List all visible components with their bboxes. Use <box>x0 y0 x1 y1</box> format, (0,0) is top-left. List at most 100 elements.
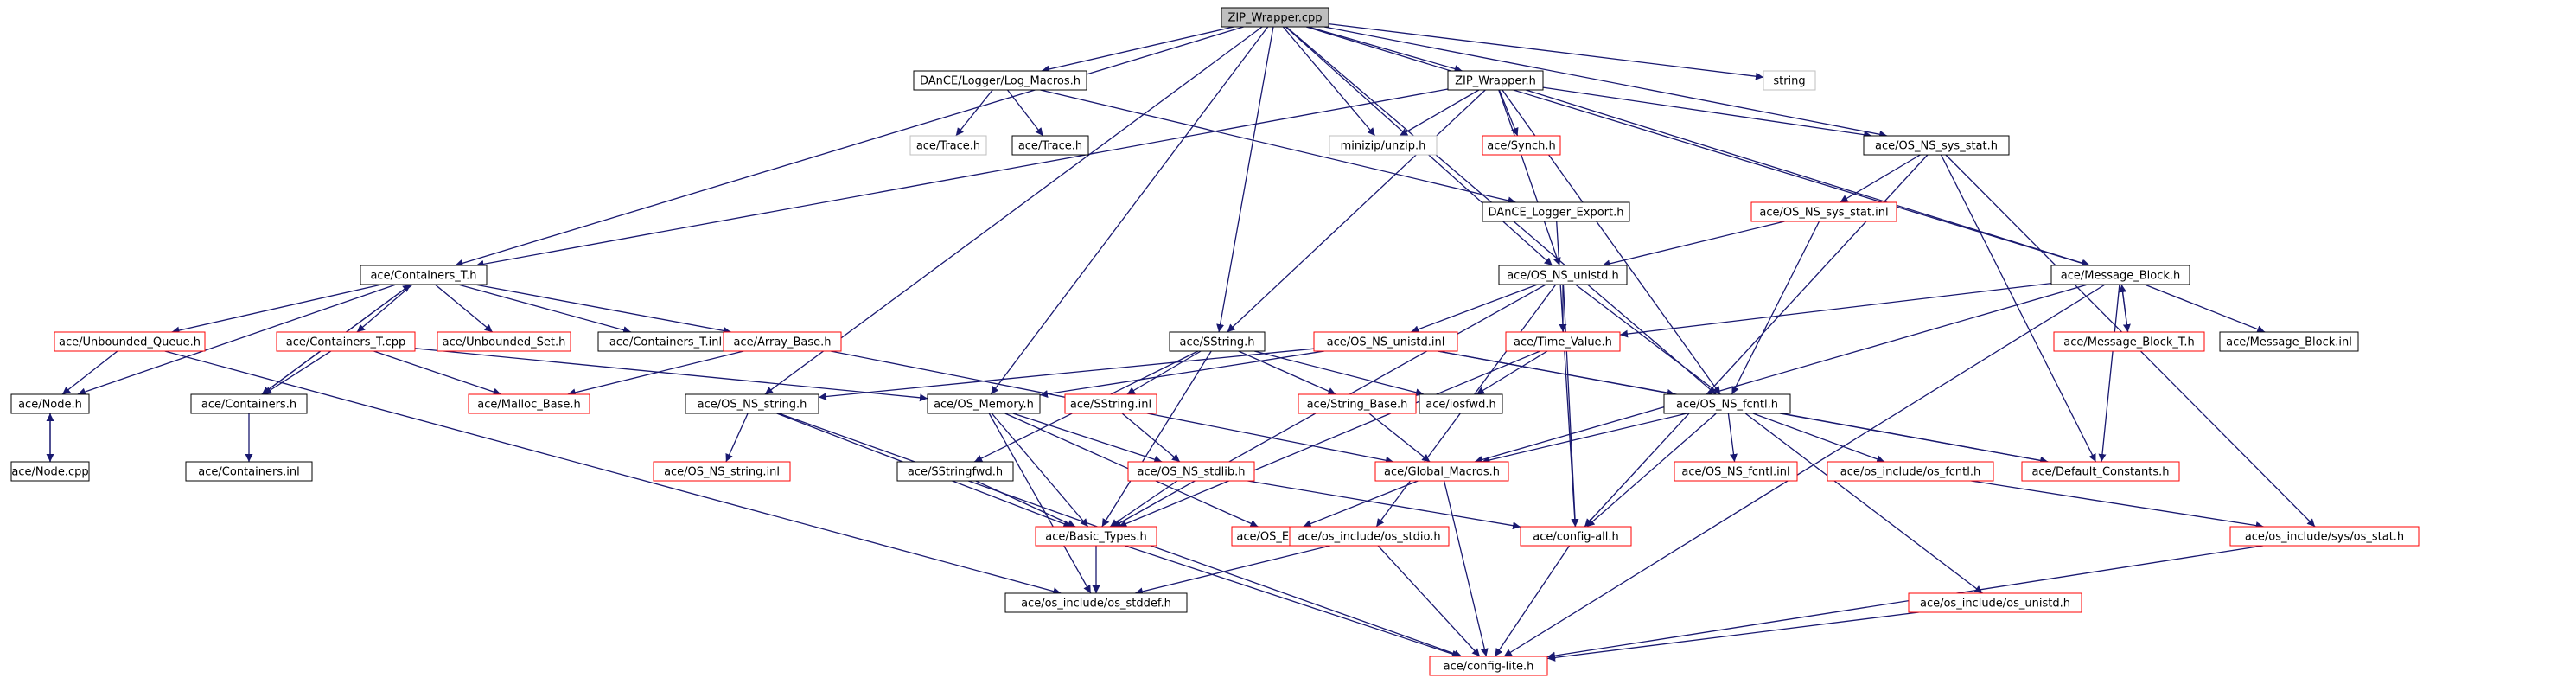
include-edge-os-unistd-inl-to-os-string-h <box>818 348 1315 400</box>
node-ace-config-lite-h[interactable]: ace/config-lite.h <box>1429 656 1548 676</box>
node-label: ace/Time_Value.h <box>1514 336 1612 349</box>
node-box <box>1482 201 1630 222</box>
node-label: ace/OS_Memory.h <box>934 399 1034 412</box>
node-ace-containers-h[interactable]: ace/Containers.h <box>190 393 308 414</box>
include-edge-zip-wrapper-h-to-unzip <box>1399 89 1480 137</box>
node-ace-message-block-inl[interactable]: ace/Message_Block.inl <box>2219 331 2359 352</box>
node-label: ace/Message_Block_T.h <box>2063 336 2194 349</box>
node-dance-logger-log-macros-h[interactable]: DAnCE/Logger/Log_Macros.h <box>913 70 1087 91</box>
node-label: ace/os_include/os_stdio.h <box>1298 531 1440 544</box>
node-box <box>1374 461 1509 482</box>
node-ace-containers-t-h[interactable]: ace/Containers_T.h <box>360 265 488 285</box>
node-ace-time-value-h[interactable]: ace/Time_Value.h <box>1505 331 1621 352</box>
node-ace-synch-h[interactable]: ace/Synch.h <box>1482 135 1561 156</box>
node-ace-global-macros-h[interactable]: ace/Global_Macros.h <box>1374 461 1509 482</box>
node-ace-node-cpp[interactable]: ace/Node.cpp <box>10 461 90 482</box>
node-ace-os-ns-unistd-inl[interactable]: ace/OS_NS_unistd.inl <box>1313 331 1458 352</box>
node-ace-containers-inl[interactable]: ace/Containers.inl <box>185 461 313 482</box>
node-minizip-unzip-h[interactable]: minizip/unzip.h <box>1329 135 1438 156</box>
node-box <box>1298 393 1417 414</box>
node-ace-os-ns-sys-stat-inl[interactable]: ace/OS_NS_sys_stat.inl <box>1750 201 1897 222</box>
node-box <box>1035 526 1157 547</box>
node-ace-default-constants-h[interactable]: ace/Default_Constants.h <box>2021 461 2180 482</box>
node-label: ace/OS_NS_sys_stat.h <box>1875 140 1998 153</box>
node-ace-array-base-h[interactable]: ace/Array_Base.h <box>723 331 842 352</box>
include-edge-os-unistd-h-to-config-all <box>1562 284 1579 528</box>
node-label: ace/Global_Macros.h <box>1384 466 1500 479</box>
node-ace-os-include-os-stddef-h[interactable]: ace/os_include/os_stddef.h <box>1004 592 1188 613</box>
include-edge-os-fcntl-h-to-global-macros <box>1482 413 1687 464</box>
node-ace-os-include-os-fcntl-h[interactable]: ace/os_include/os_fcntl.h <box>1827 461 1994 482</box>
node-ace-os-ns-string-inl[interactable]: ace/OS_NS_string.inl <box>653 461 791 482</box>
node-label: ace/Trace.h <box>1018 140 1082 153</box>
include-edge-zip-wrapper-h-to-os-unistd-h <box>1498 89 1561 266</box>
node-ace-node-h[interactable]: ace/Node.h <box>10 393 90 414</box>
node-box <box>1505 331 1621 352</box>
node-ace-os-include-os-stdio-h[interactable]: ace/os_include/os_stdio.h <box>1289 526 1450 547</box>
node-ace-os-include-os-unistd-h[interactable]: ace/os_include/os_unistd.h <box>1908 592 2082 613</box>
node-ace-sstring-h[interactable]: ace/SString.h <box>1169 331 1266 352</box>
node-ace-os-ns-string-h[interactable]: ace/OS_NS_string.h <box>685 393 819 414</box>
node-string[interactable]: string <box>1763 70 1816 91</box>
node-label: ace/SStringfwd.h <box>908 466 1003 479</box>
node-box <box>190 393 308 414</box>
include-edge-unbounded-queue-to-os-include-stddef <box>164 350 1062 595</box>
node-box <box>360 265 488 285</box>
node-label: ace/Unbounded_Queue.h <box>59 336 201 349</box>
node-ace-os-ns-fcntl-h[interactable]: ace/OS_NS_fcntl.h <box>1663 393 1791 414</box>
include-edge-os-sys-stat-h-to-os-sys-stat-inl <box>1840 154 1921 203</box>
node-ace-os-include-sys-os-stat-h[interactable]: ace/os_include/sys/os_stat.h <box>2229 526 2420 547</box>
include-edge-containers-t-h-to-containers-t-inl <box>457 284 632 334</box>
include-edge-os-fcntl-h-to-os-fcntl-inl <box>1727 413 1738 463</box>
node-dance-logger-export-h[interactable]: DAnCE_Logger_Export.h <box>1482 201 1630 222</box>
node-ace-config-all-h[interactable]: ace/config-all.h <box>1520 526 1632 547</box>
include-edge-containers-t-h-to-node-h <box>77 284 397 396</box>
node-ace-sstring-inl[interactable]: ace/SString.inl <box>1064 393 1157 414</box>
node-ace-message-block-h[interactable]: ace/Message_Block.h <box>2050 265 2190 285</box>
node-ace-malloc-base-h[interactable]: ace/Malloc_Base.h <box>468 393 590 414</box>
node-ace-trace-h[interactable]: ace/Trace.h <box>1011 135 1089 156</box>
node-ace-os-ns-fcntl-inl[interactable]: ace/OS_NS_fcntl.inl <box>1674 461 1798 482</box>
node-ace-containers-t-inl[interactable]: ace/Containers_T.inl <box>597 331 734 352</box>
node-label: ZIP_Wrapper.h <box>1455 75 1536 88</box>
include-edge-zip-wrapper-h-to-message-block-h <box>1526 89 2090 267</box>
node-ace-unbounded-set-h[interactable]: ace/Unbounded_Set.h <box>437 331 571 352</box>
node-ace-os-ns-sys-stat-h[interactable]: ace/OS_NS_sys_stat.h <box>1863 135 2010 156</box>
include-edge-os-sys-stat-inl-to-os-fcntl-h <box>1731 221 1820 395</box>
node-box <box>1169 331 1266 352</box>
include-edge-zip-wrapper-cpp-to-os-string-h <box>764 26 1263 395</box>
node-ace-string-base-h[interactable]: ace/String_Base.h <box>1298 393 1417 414</box>
node-ace-iosfwd-h[interactable]: ace/iosfwd.h <box>1419 393 1503 414</box>
node-ace-os-memory-h[interactable]: ace/OS_Memory.h <box>927 393 1041 414</box>
node-ace-message-block-t-h[interactable]: ace/Message_Block_T.h <box>2053 331 2205 352</box>
node-ace-sstringfwd-h[interactable]: ace/SStringfwd.h <box>896 461 1014 482</box>
include-edge-os-fcntl-h-to-config-all <box>1586 413 1717 528</box>
node-box <box>1011 135 1089 156</box>
node-ace-trace-h[interactable]: ace/Trace.h <box>909 135 987 156</box>
node-box <box>1313 331 1458 352</box>
node-ace-os-ns-unistd-h[interactable]: ace/OS_NS_unistd.h <box>1498 265 1628 285</box>
node-label: ace/Trace.h <box>916 140 980 153</box>
include-edge-log-macros-to-logger-export <box>1040 89 1516 205</box>
node-label: DAnCE_Logger_Export.h <box>1489 207 1624 220</box>
include-edge-global-macros-to-config-lite <box>1443 480 1489 657</box>
node-ace-unbounded-queue-h[interactable]: ace/Unbounded_Queue.h <box>54 331 206 352</box>
node-ace-basic-types-h[interactable]: ace/Basic_Types.h <box>1035 526 1157 547</box>
node-box <box>1908 592 2082 613</box>
include-edge-message-block-h-to-config-lite <box>1503 284 2106 657</box>
node-box <box>468 393 590 414</box>
node-label: ace/Containers.h <box>201 399 296 412</box>
node-zip-wrapper-h[interactable]: ZIP_Wrapper.h <box>1447 70 1544 91</box>
node-label: ace/config-all.h <box>1533 531 1619 544</box>
include-edge-log-macros-to-trace-h <box>1006 89 1044 137</box>
node-ace-os-ns-stdlib-h[interactable]: ace/OS_NS_stdlib.h <box>1127 461 1255 482</box>
include-edge-os-sys-stat-h-to-default-constants <box>1940 154 2097 463</box>
include-edge-os-include-stdio-to-os-include-stddef <box>1134 545 1331 596</box>
node-zip-wrapper-cpp[interactable]: ZIP_Wrapper.cpp <box>1221 7 1329 28</box>
node-box <box>1482 135 1561 156</box>
node-box <box>2050 265 2190 285</box>
node-ace-containers-t-cpp[interactable]: ace/Containers_T.cpp <box>276 331 416 352</box>
include-edge-os-include-fcntl-to-os-include-sys-stat <box>1971 480 2264 530</box>
include-edge-config-all-to-config-lite <box>1494 545 1571 657</box>
node-box <box>1763 70 1816 91</box>
